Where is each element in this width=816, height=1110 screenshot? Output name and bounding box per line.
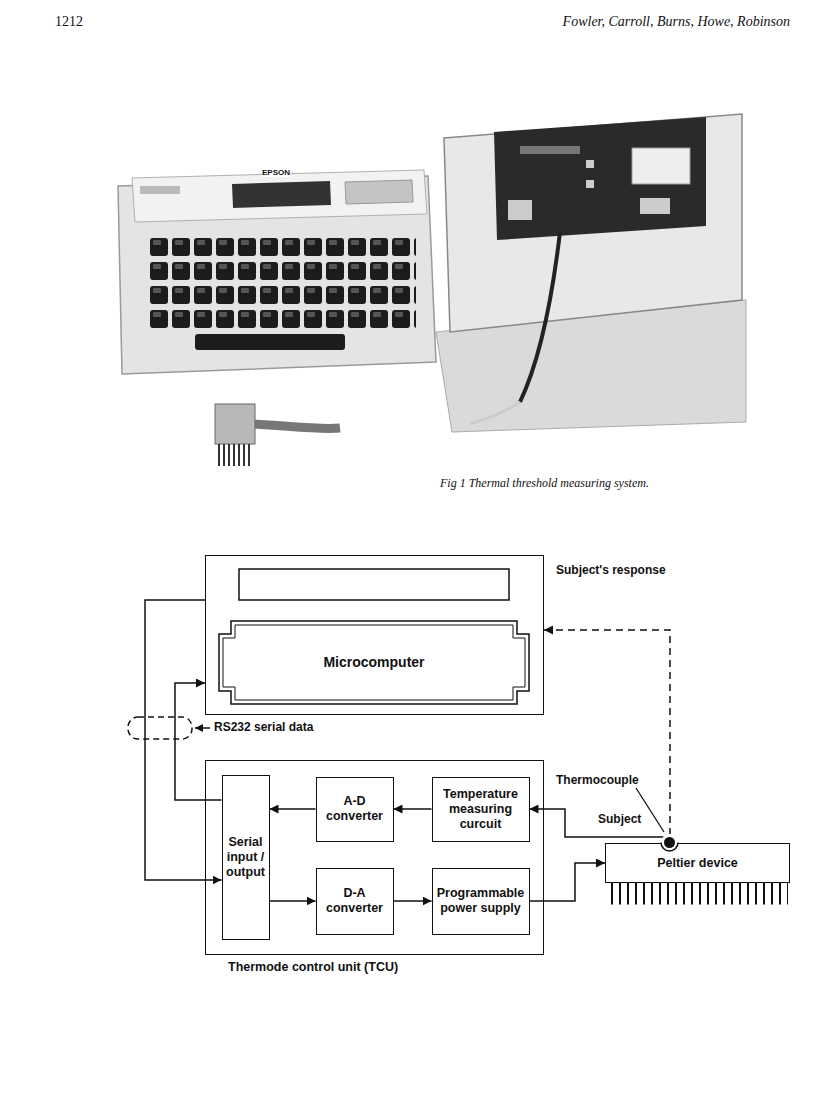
peltier-device: Peltier device [605,843,790,883]
microcomputer-box: Microcomputer [205,555,544,715]
text-holder: D-A converter [317,869,393,934]
signal-connector [530,863,606,901]
edge-label: Subject's response [556,563,666,577]
unit-heading: Thermode control unit (TCU) [228,960,398,975]
serial-io-box: Serial input / output [222,775,270,940]
thermode-photo [215,404,340,466]
text-holder: Microcomputer [219,621,529,704]
part-label: Subject [598,812,641,826]
signal-connector [270,808,316,810]
computer-symbol [206,556,543,714]
text-holder: Temperature measuring curcuit [433,778,529,841]
signal-connector [530,809,665,837]
converter-box: A-D converter [316,777,394,842]
box-label: Peltier device [657,856,738,871]
converter-box: D-A converter [316,868,394,935]
rs232-bracket [128,717,192,739]
signal-connector [175,683,222,800]
thermocouple-dot [664,837,675,848]
brand-name: EPSON [262,168,290,177]
signal-connector [145,600,222,880]
box-label: Microcomputer [323,654,424,671]
power-supply-box: Programmable power supply [432,868,530,935]
text-holder: Programmable power supply [433,869,529,934]
text-holder: A-D converter [317,778,393,841]
page-number: 1212 [55,14,83,30]
control-unit-photo [436,114,746,432]
text-holder: Serial input / output [223,776,269,939]
text-holder: Peltier device [606,844,789,882]
figure-caption: Fig 1 Thermal threshold measuring system… [440,476,649,491]
running-head: Fowler, Carroll, Burns, Howe, Robinson [563,14,790,30]
signal-connector [270,900,316,902]
box-label: Serial input / output [226,835,266,880]
computer-photo [118,170,436,374]
box-label: Temperature measuring curcuit [436,787,526,832]
measuring-circuit-box: Temperature measuring curcuit [432,777,530,842]
response-line [544,630,670,835]
rs232-pointer [195,727,210,729]
part-label: Thermocouple [556,773,639,787]
signal-connector [394,808,432,810]
box-label: D-A converter [320,886,390,916]
text-holder: Thermode control unit (TCU) [228,960,398,975]
signal-connector [394,900,432,902]
signal-label: RS232 serial data [214,720,313,734]
box-label: A-D converter [320,794,390,824]
box-label: Programmable power supply [436,886,526,916]
control-unit-box: Serial input / output A-D converter Temper… [205,760,544,955]
